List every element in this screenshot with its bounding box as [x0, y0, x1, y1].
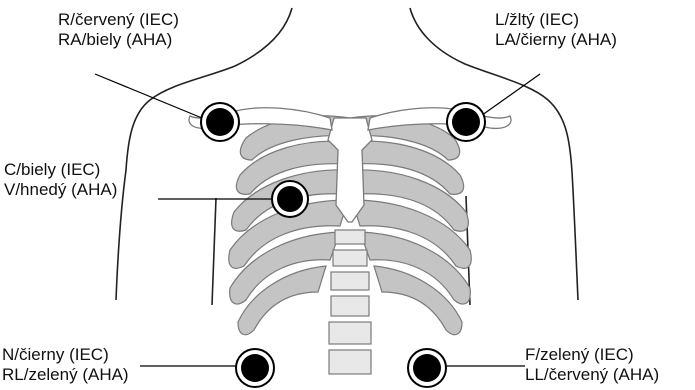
label-f-iec: F/zelený (IEC): [525, 345, 659, 365]
label-ra: R/červený (IEC) RA/biely (AHA): [58, 10, 179, 50]
electrode-la: [447, 103, 485, 141]
electrode-c: [272, 181, 308, 217]
electrode-f: [408, 349, 446, 387]
leader-line-ra: [95, 74, 202, 118]
label-f: F/zelený (IEC) LL/červený (AHA): [525, 345, 659, 385]
electrode-n: [236, 349, 274, 387]
label-n-aha: RL/zelený (AHA): [2, 365, 129, 385]
label-la-aha: LA/čierny (AHA): [495, 30, 617, 50]
label-la-iec: L/žltý (IEC): [495, 10, 617, 30]
electrode-ra: [201, 103, 239, 141]
label-ra-iec: R/červený (IEC): [58, 10, 179, 30]
label-n: N/čierny (IEC) RL/zelený (AHA): [2, 345, 129, 385]
label-c: C/biely (IEC) V/hnedý (AHA): [4, 160, 117, 200]
label-ra-aha: RA/biely (AHA): [58, 30, 179, 50]
label-n-iec: N/čierny (IEC): [2, 345, 129, 365]
label-f-aha: LL/červený (AHA): [525, 365, 659, 385]
label-c-aha: V/hnedý (AHA): [4, 180, 117, 200]
label-c-iec: C/biely (IEC): [4, 160, 117, 180]
label-la: L/žltý (IEC) LA/čierny (AHA): [495, 10, 617, 50]
